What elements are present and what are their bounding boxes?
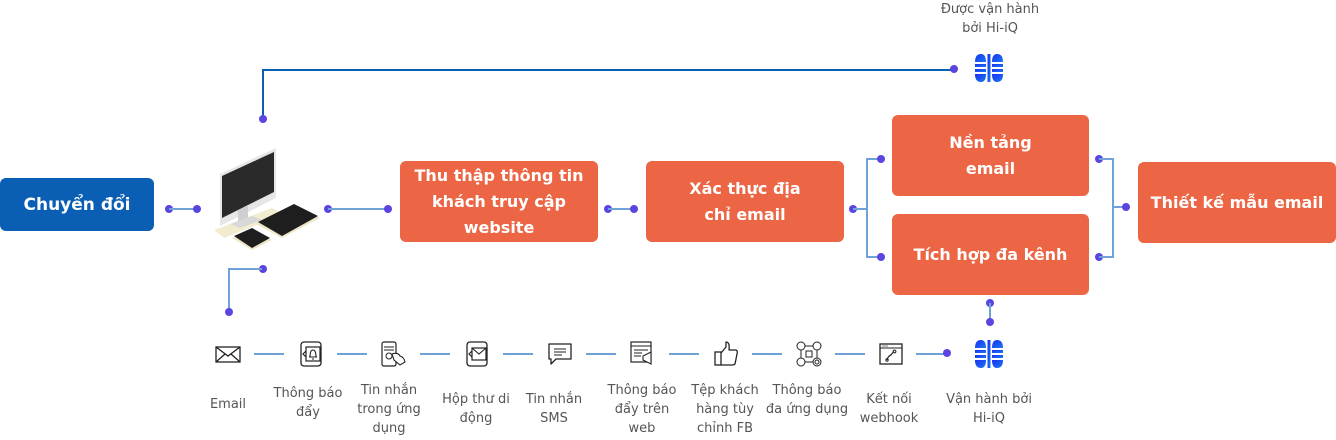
- connector-line: [989, 303, 991, 321]
- connector-dot: [259, 265, 267, 273]
- connector-line: [420, 353, 450, 355]
- multichannel-integration-box: Tích hợp đa kênh: [892, 214, 1089, 295]
- webhook-icon: [877, 340, 905, 368]
- email-template-design-box: Thiết kế mẫu email: [1138, 162, 1336, 243]
- connector-line: [586, 353, 616, 355]
- top-caption: Được vận hành bởi Hi-iQ: [920, 0, 1060, 38]
- connector-line: [503, 353, 533, 355]
- thumbs-up-icon: [712, 340, 740, 368]
- top-connector-vertical: [262, 69, 264, 119]
- channel-label: Kết nối webhook: [859, 392, 919, 426]
- envelope-icon: [214, 340, 242, 368]
- verify-email-box: Xác thực địa chỉ email: [646, 161, 844, 242]
- connector-line: [1099, 256, 1113, 258]
- top-caption-line-2: bởi Hi-iQ: [962, 21, 1018, 36]
- email-platform-label: Nền tảng email: [949, 132, 1032, 178]
- connector-line: [866, 158, 880, 160]
- collect-visitor-info-box: Thu thập thông tin khách truy cập websit…: [400, 161, 598, 242]
- connector-line: [328, 208, 388, 210]
- connector-line: [169, 208, 197, 210]
- connector-dot: [225, 308, 233, 316]
- connector-line: [228, 268, 230, 310]
- connector-line: [608, 208, 634, 210]
- connector-dot: [943, 349, 951, 357]
- connector-line: [1112, 158, 1114, 258]
- connector-line: [853, 208, 867, 210]
- connector-dot: [259, 115, 267, 123]
- channel-label: Email: [209, 397, 247, 412]
- bottom-caption: Vận hành bởi Hi-iQ: [946, 392, 1032, 426]
- channel-label: Thông báo đẩy trên web: [607, 383, 677, 436]
- connector-dot: [877, 155, 885, 163]
- connector-dot: [1122, 203, 1130, 211]
- connector-line: [254, 353, 284, 355]
- collect-visitor-info-label: Thu thập thông tin khách truy cập websit…: [414, 165, 584, 237]
- connector-line: [916, 353, 946, 355]
- email-template-design-label: Thiết kế mẫu email: [1150, 192, 1324, 212]
- connector-line: [669, 353, 699, 355]
- multi-app-icon: [795, 340, 823, 368]
- verify-email-label: Xác thực địa chỉ email: [689, 178, 801, 224]
- in-app-message-icon: [380, 340, 408, 368]
- web-push-icon: [629, 340, 657, 368]
- multichannel-integration-label: Tích hợp đa kênh: [913, 244, 1068, 264]
- channel-label: Tin nhắn SMS: [525, 392, 583, 426]
- mobile-inbox-icon: [463, 340, 491, 368]
- connector-dot: [630, 205, 638, 213]
- push-notification-icon: [297, 340, 325, 368]
- hiq-logo-icon: [973, 338, 1005, 370]
- start-button[interactable]: Chuyển đổi: [0, 178, 154, 231]
- connector-line: [228, 268, 262, 270]
- connector-line: [835, 353, 865, 355]
- channel-label: Thông báo đa ứng dụng: [765, 383, 849, 417]
- computer-devices-icon: [212, 146, 322, 258]
- start-button-label: Chuyển đổi: [23, 194, 131, 215]
- channel-label: Tệp khách hàng tùy chỉnh FB: [691, 383, 759, 436]
- connector-dot: [950, 65, 958, 73]
- connector-line: [866, 256, 880, 258]
- channel-label: Thông báo đẩy: [273, 386, 343, 420]
- connector-dot: [193, 205, 201, 213]
- connector-line: [1099, 158, 1113, 160]
- connector-dot: [986, 318, 994, 326]
- email-platform-box: Nền tảng email: [892, 115, 1089, 196]
- channel-label: Hộp thư di động: [442, 392, 510, 426]
- top-connector: [262, 69, 954, 71]
- channel-label: Tin nhắn trong ứng dụng: [357, 383, 421, 436]
- hiq-logo-icon: [973, 52, 1005, 84]
- connector-line: [752, 353, 782, 355]
- connector-dot: [877, 253, 885, 261]
- top-caption-line-1: Được vận hành: [940, 2, 1040, 17]
- connector-line: [337, 353, 367, 355]
- connector-line: [866, 158, 868, 258]
- connector-dot: [384, 205, 392, 213]
- sms-icon: [546, 340, 574, 368]
- connector-line: [1112, 206, 1126, 208]
